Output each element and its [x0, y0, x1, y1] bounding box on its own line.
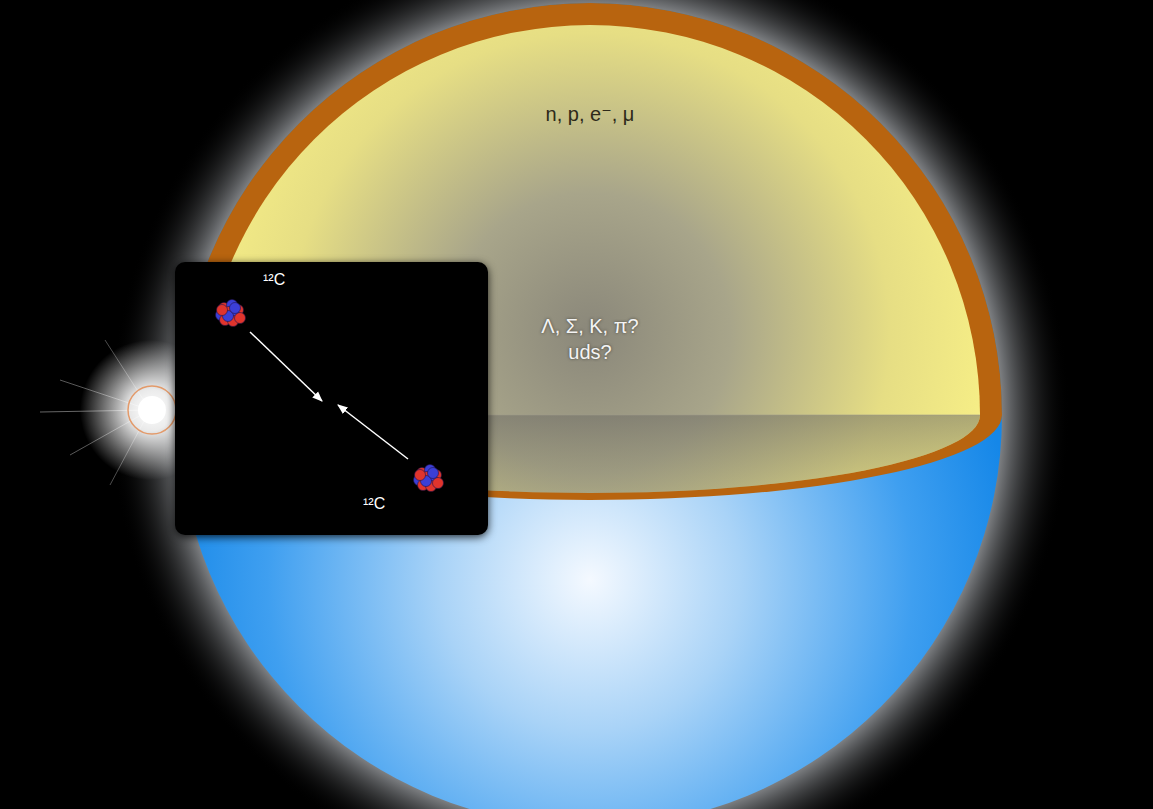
flare-ring [128, 386, 176, 434]
nucleon [235, 313, 246, 324]
outer-core-label: n, p, e⁻, μ [178, 101, 1002, 127]
nucleon [428, 468, 439, 479]
collision-sketch [175, 262, 488, 535]
nucleon [230, 303, 241, 314]
collision-arrow [338, 405, 408, 459]
carbon-nucleus [414, 465, 444, 492]
star-glow [110, 0, 1070, 809]
nucleon [217, 305, 228, 316]
collision-arrow [250, 332, 322, 401]
nucleon [415, 470, 426, 481]
collision-inset: ¹²C ¹²C [175, 262, 488, 535]
nucleon [433, 478, 444, 489]
carbon-nucleus [216, 300, 246, 327]
nucleus-label: ¹²C [263, 270, 285, 291]
inner-core-label: Λ, Σ, K, π? uds? [520, 313, 660, 365]
flare-core [138, 396, 166, 424]
nucleus-label: ¹²C [363, 494, 385, 515]
